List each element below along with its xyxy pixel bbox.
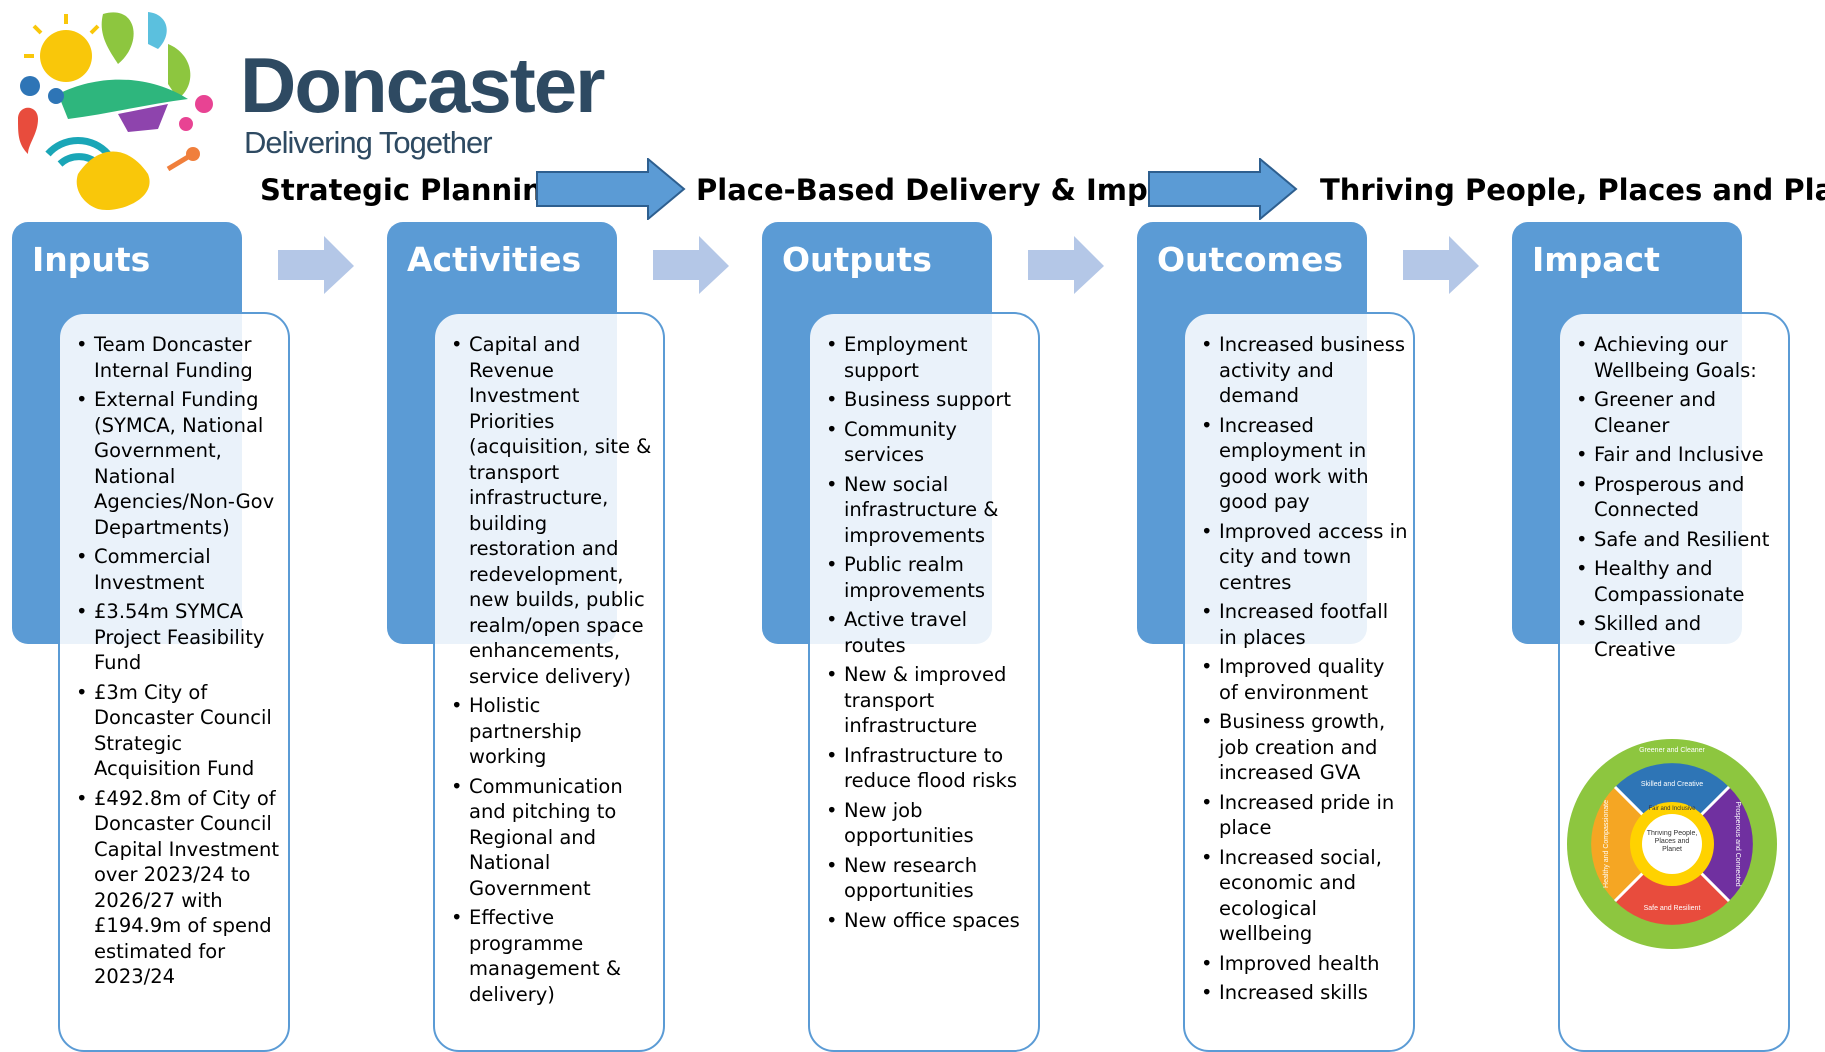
wheel-segment-label-skilled: Skilled and Creative <box>1641 781 1703 788</box>
list-item: Increased skills <box>1201 980 1409 1006</box>
list-item: New office spaces <box>826 908 1034 934</box>
stage-label-thriving: Thriving People, Places and Planet <box>1320 173 1825 207</box>
column-title: Activities <box>407 240 582 279</box>
list-item: New research opportunities <box>826 853 1034 904</box>
activities-card: Capital and Revenue Investment Prioritie… <box>433 312 665 1052</box>
column-title: Outcomes <box>1157 240 1343 279</box>
list-item: Improved health <box>1201 951 1409 977</box>
stage-label-place-based-delivery: Place-Based Delivery & Impact <box>696 173 1199 207</box>
list-item: Healthy and Compassionate <box>1576 556 1784 607</box>
brand: Doncaster Delivering Together <box>240 40 605 160</box>
wheel-segment-label-safe: Safe and Resilient <box>1644 905 1701 912</box>
list-item: New job opportunities <box>826 798 1034 849</box>
list-item: Effective programme management & deliver… <box>451 905 659 1007</box>
stage-label-strategic-planning: Strategic Planning <box>260 173 564 207</box>
list-item: External Funding (SYMCA, National Govern… <box>76 387 284 540</box>
outputs-list: Employment support Business support Comm… <box>810 314 1038 933</box>
list-item: Skilled and Creative <box>1576 611 1784 662</box>
list-item: Employment support <box>826 332 1034 383</box>
activities-list: Capital and Revenue Investment Prioritie… <box>435 314 663 1007</box>
list-item: Team Doncaster Internal Funding <box>76 332 284 383</box>
list-item: £3.54m SYMCA Project Feasibility Fund <box>76 599 284 676</box>
list-item: New social infrastructure & improvements <box>826 472 1034 549</box>
list-item: Active travel routes <box>826 607 1034 658</box>
list-item: Prosperous and Connected <box>1576 472 1784 523</box>
wheel-outer-label: Greener and Cleaner <box>1639 747 1705 754</box>
doncaster-logo-emblem <box>18 12 213 210</box>
outcomes-list: Increased business activity and demand I… <box>1185 314 1413 1006</box>
list-item: Commercial Investment <box>76 544 284 595</box>
wheel-segment-label-healthy: Healthy and Compassionate <box>1603 800 1610 888</box>
wheel-center: Thriving People, Places and Planet <box>1646 830 1698 853</box>
list-item: Holistic partnership working <box>451 693 659 770</box>
flow-arrow-2 <box>653 236 729 294</box>
list-item: Increased business activity and demand <box>1201 332 1409 409</box>
list-item: Achieving our Wellbeing Goals: <box>1576 332 1784 383</box>
list-item: Increased social, economic and ecologica… <box>1201 845 1409 947</box>
outcomes-card: Increased business activity and demand I… <box>1183 312 1415 1052</box>
outputs-card: Employment support Business support Comm… <box>808 312 1040 1052</box>
list-item: Business growth, job creation and increa… <box>1201 709 1409 786</box>
list-item: Safe and Resilient <box>1576 527 1784 553</box>
list-item: Infrastructure to reduce flood risks <box>826 743 1034 794</box>
list-item: Communication and pitching to Regional a… <box>451 774 659 902</box>
brand-tagline: Delivering Together <box>244 125 493 160</box>
wheel-segment-label-prosperous: Prosperous and Connected <box>1734 801 1741 886</box>
flow-arrow-1 <box>278 236 354 294</box>
impact-list: Achieving our Wellbeing Goals: Greener a… <box>1560 314 1788 662</box>
list-item: Increased pride in place <box>1201 790 1409 841</box>
stage-arrow-2 <box>1148 158 1298 220</box>
list-item: Fair and Inclusive <box>1576 442 1784 468</box>
list-item: Capital and Revenue Investment Prioritie… <box>451 332 659 689</box>
list-item: Business support <box>826 387 1034 413</box>
wheel-inner-label: Fair and Inclusive <box>1648 806 1696 812</box>
brand-name: Doncaster <box>240 41 605 129</box>
column-title: Outputs <box>782 240 932 279</box>
wellbeing-wheel: Greener and Cleaner Skilled and Creative… <box>1567 739 1777 949</box>
list-item: £3m City of Doncaster Council Strategic … <box>76 680 284 782</box>
list-item: Increased footfall in places <box>1201 599 1409 650</box>
list-item: Community services <box>826 417 1034 468</box>
column-title: Impact <box>1532 240 1660 279</box>
list-item: Improved quality of environment <box>1201 654 1409 705</box>
list-item: Increased employment in good work with g… <box>1201 413 1409 515</box>
flow-arrow-4 <box>1403 236 1479 294</box>
flow-arrow-3 <box>1028 236 1104 294</box>
inputs-card: Team Doncaster Internal Funding External… <box>58 312 290 1052</box>
list-item: £492.8m of City of Doncaster Council Cap… <box>76 786 284 990</box>
list-item: Greener and Cleaner <box>1576 387 1784 438</box>
column-title: Inputs <box>32 240 151 279</box>
list-item: Public realm improvements <box>826 552 1034 603</box>
wheel-center-label: Thriving People, Places and Planet <box>1646 830 1698 853</box>
stage-arrow-1 <box>536 158 686 220</box>
list-item: New & improved transport infrastructure <box>826 662 1034 739</box>
list-item: Improved access in city and town centres <box>1201 519 1409 596</box>
inputs-list: Team Doncaster Internal Funding External… <box>60 314 288 990</box>
